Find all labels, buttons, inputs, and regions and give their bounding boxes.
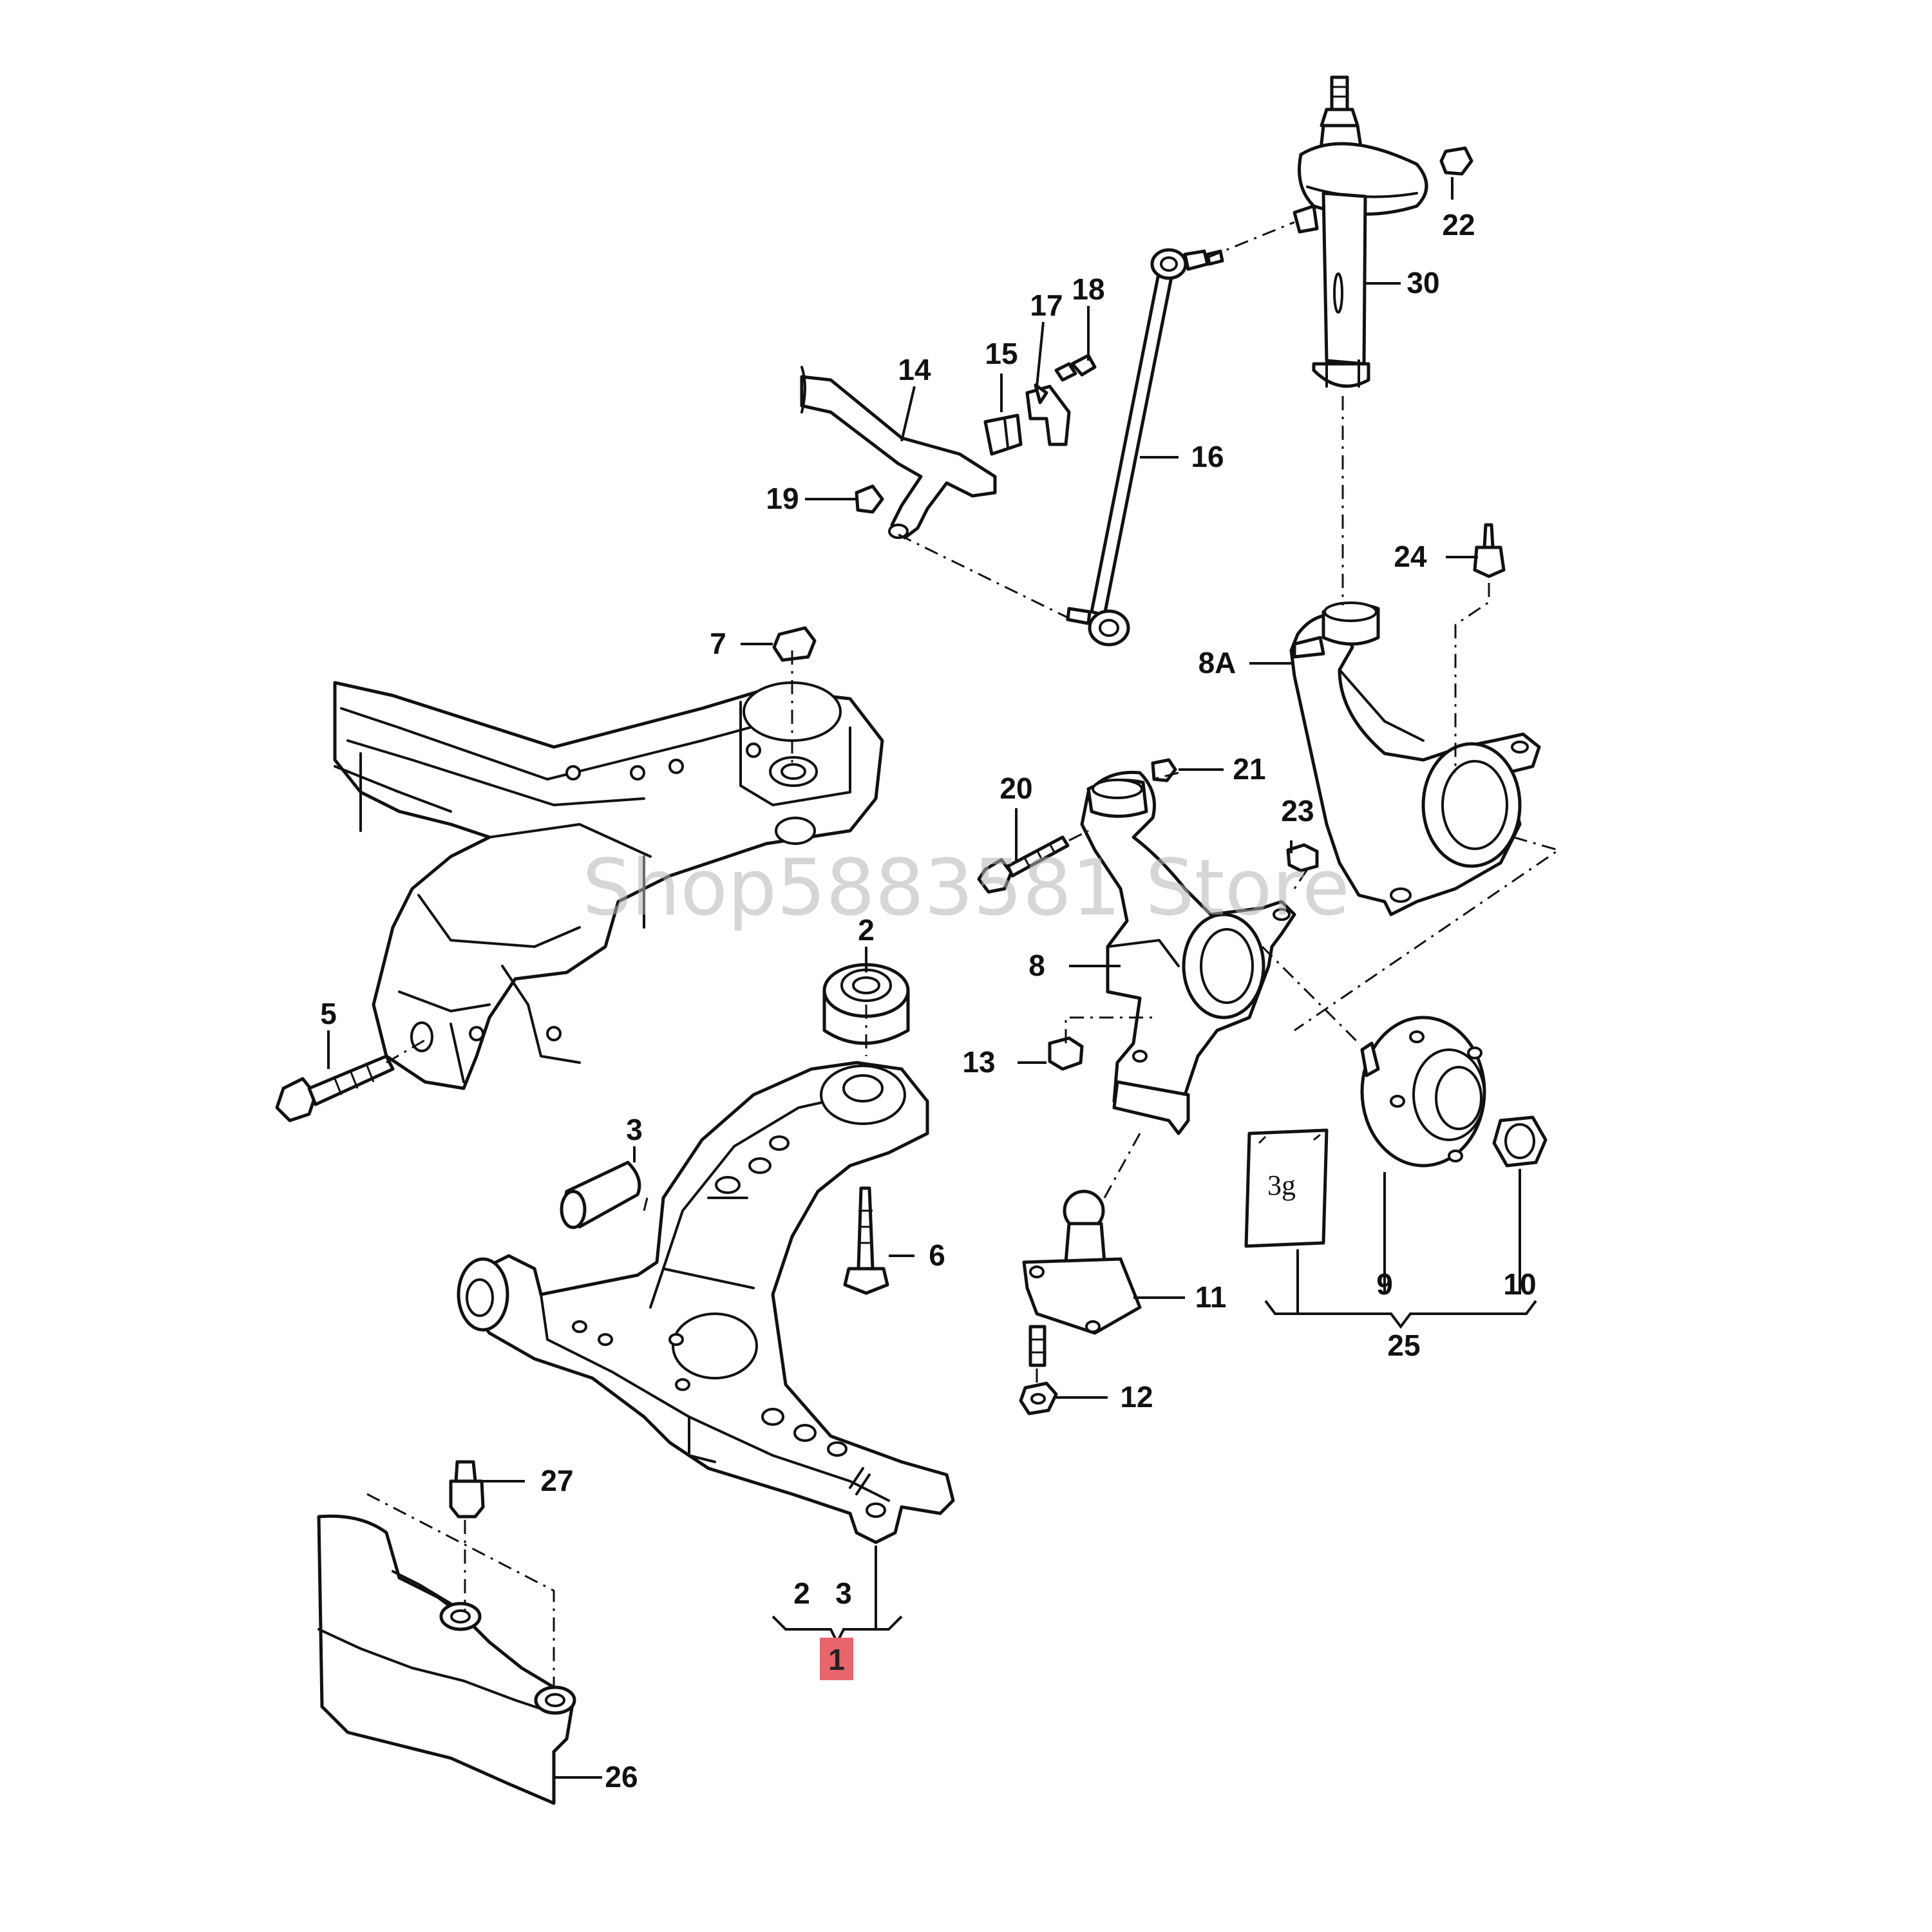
sleeve-3 <box>560 1160 641 1229</box>
leader-lines <box>327 177 1537 1779</box>
callout-17: 17 <box>1030 289 1063 322</box>
callout-21: 21 <box>1233 752 1265 786</box>
nut-12 <box>1019 1381 1058 1416</box>
bolt-24 <box>1473 523 1506 578</box>
steering-knuckle-8a <box>1289 601 1541 916</box>
callout-10: 10 <box>1503 1267 1536 1301</box>
callout-22: 22 <box>1442 208 1475 242</box>
callout-16: 16 <box>1191 440 1224 473</box>
stabilizer-bar <box>800 366 997 540</box>
clamp-17 <box>1025 383 1071 446</box>
callout-19: 19 <box>766 482 799 515</box>
subframe <box>333 681 884 1090</box>
callout-6: 6 <box>929 1238 945 1272</box>
callout-20: 20 <box>999 772 1032 805</box>
callout-18: 18 <box>1072 272 1104 306</box>
ball-joint-11 <box>1022 1189 1142 1367</box>
callout-8: 8 <box>1028 949 1045 982</box>
nut-13 <box>1048 1036 1084 1071</box>
lower-control-arm <box>457 1061 955 1544</box>
callout-9: 9 <box>1376 1267 1393 1301</box>
steering-knuckle-8 <box>1080 770 1296 1135</box>
callout-15: 15 <box>985 337 1018 370</box>
callout-13: 13 <box>962 1045 995 1079</box>
nut-23 <box>1286 843 1319 873</box>
bolt-27 <box>449 1460 485 1519</box>
bolt-6 <box>843 1186 889 1295</box>
nut-19 <box>855 484 884 514</box>
callout-26: 26 <box>605 1760 638 1794</box>
callout-2-bracket: 2 <box>793 1577 810 1610</box>
callout-labels: 1 2 2 3 3 5 6 7 8 8A 9 10 11 12 13 14 15… <box>320 208 1536 1794</box>
callout-3-bracket: 3 <box>835 1577 852 1610</box>
callout-30: 30 <box>1406 266 1439 299</box>
callout-25: 25 <box>1387 1329 1420 1362</box>
bolt-5 <box>275 1054 395 1122</box>
sachet-label: 3g <box>1267 1170 1296 1201</box>
nut-7 <box>772 626 817 662</box>
bushing-15 <box>983 413 1023 456</box>
grease-sachet: 3g <box>1244 1128 1329 1248</box>
bolt-18 <box>1054 354 1097 382</box>
coupling-rod-16 <box>1066 248 1224 647</box>
callout-11: 11 <box>1195 1280 1227 1314</box>
assembly-lines <box>366 221 1561 1687</box>
wheel-hub-9 <box>1360 1016 1486 1168</box>
callout-1-highlight <box>820 1638 853 1680</box>
callout-2: 2 <box>858 913 875 947</box>
nut-22 <box>1439 146 1473 176</box>
callout-12: 12 <box>1120 1380 1153 1414</box>
callout-27: 27 <box>540 1464 573 1497</box>
callout-14: 14 <box>898 353 931 386</box>
callout-3: 3 <box>626 1113 643 1146</box>
bushing-2 <box>822 963 910 1045</box>
callout-23: 23 <box>1281 794 1314 828</box>
strut-30 <box>1293 75 1428 388</box>
callout-1: 1 <box>828 1643 845 1676</box>
callout-7: 7 <box>710 627 726 660</box>
callout-5: 5 <box>320 997 337 1030</box>
callout-24: 24 <box>1394 540 1427 573</box>
hub-nut-10 <box>1492 1115 1548 1168</box>
splash-shield-26 <box>317 1514 576 1805</box>
store-watermark: Shop5883581 Store <box>582 844 1350 933</box>
bolt-20 <box>977 835 1070 894</box>
callout-8a: 8A <box>1198 646 1236 679</box>
